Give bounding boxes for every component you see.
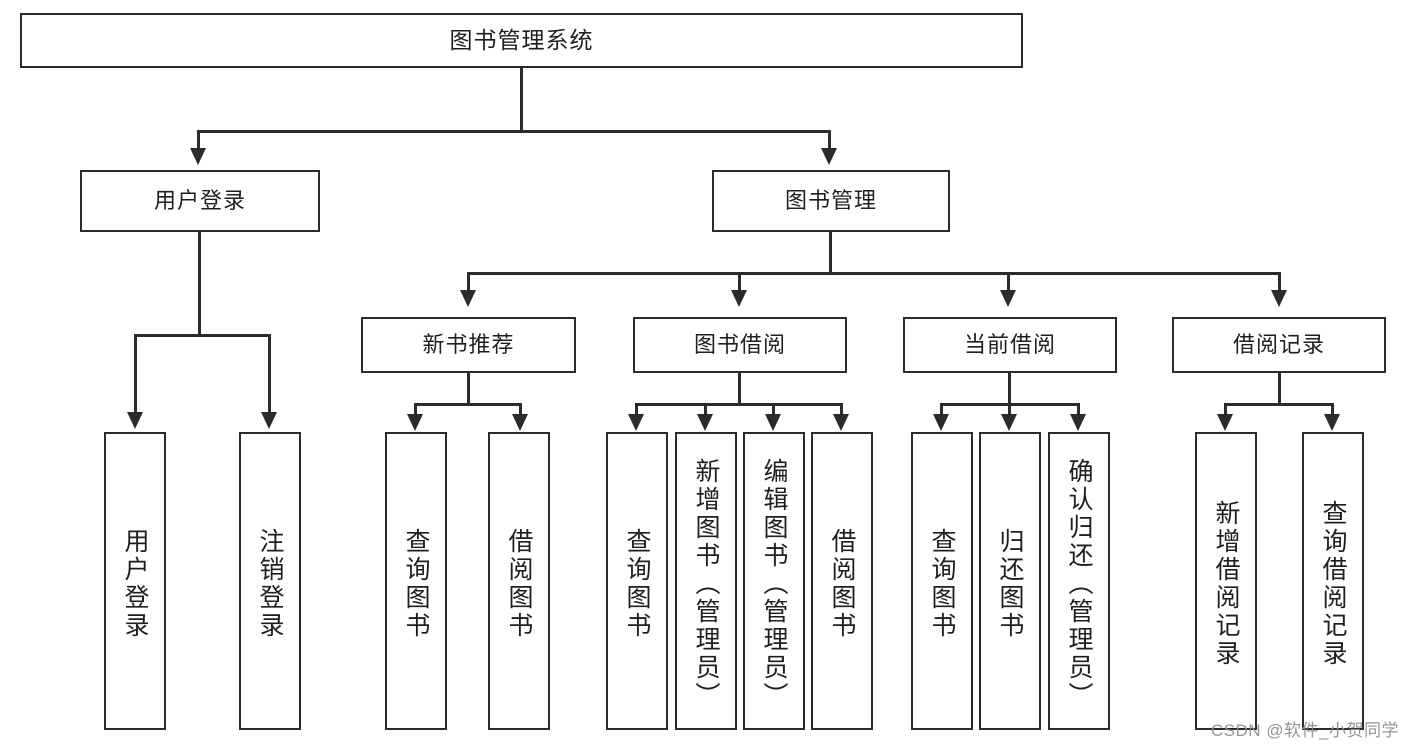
edge-root-bus bbox=[197, 130, 831, 133]
arrow-book-mgmt-to-current-borrow bbox=[1000, 290, 1016, 307]
edge-current-borrow-to-leaf-1 bbox=[940, 403, 943, 417]
edge-root-to-book-mgmt bbox=[828, 130, 831, 152]
arrow-borrow-record-to-leaf-2 bbox=[1324, 414, 1340, 431]
edge-book-mgmt-to-borrow-book bbox=[738, 272, 741, 294]
node-leaf-query-book-current[interactable]: 查询图书 bbox=[911, 432, 973, 730]
node-leaf-query-book-new[interactable]: 查询图书 bbox=[385, 432, 447, 730]
node-label: 编辑图书（管理员） bbox=[760, 458, 788, 710]
node-label: 借阅图书 bbox=[505, 528, 533, 640]
node-leaf-borrow-book-new[interactable]: 借阅图书 bbox=[488, 432, 550, 730]
node-label: 新增借阅记录 bbox=[1212, 500, 1240, 668]
edge-current-borrow-to-leaf-3 bbox=[1077, 403, 1080, 417]
edge-borrow-record-stem bbox=[1278, 373, 1281, 405]
arrow-current-borrow-to-leaf-2 bbox=[1001, 414, 1017, 431]
edge-current-borrow-stem bbox=[1008, 373, 1011, 405]
edge-root-stem bbox=[520, 68, 523, 132]
edge-book-borrow-to-leaf-4 bbox=[840, 403, 843, 417]
node-label: 查询借阅记录 bbox=[1319, 500, 1347, 668]
edge-new-book-bus bbox=[414, 403, 522, 406]
edge-current-borrow-to-leaf-2 bbox=[1008, 403, 1011, 417]
node-current-borrow[interactable]: 当前借阅 bbox=[903, 317, 1117, 373]
node-leaf-query-borrow-record[interactable]: 查询借阅记录 bbox=[1302, 432, 1364, 730]
arrow-user-login-to-leaf-2 bbox=[261, 412, 277, 429]
node-borrow-record[interactable]: 借阅记录 bbox=[1172, 317, 1386, 373]
node-leaf-edit-book-admin[interactable]: 编辑图书（管理员） bbox=[743, 432, 805, 730]
edge-book-borrow-stem bbox=[738, 373, 741, 405]
edge-user-login-to-leaf-1 bbox=[134, 334, 137, 416]
node-root-system[interactable]: 图书管理系统 bbox=[20, 13, 1023, 68]
node-leaf-logout[interactable]: 注销登录 bbox=[239, 432, 301, 730]
arrow-book-borrow-to-leaf-4 bbox=[833, 414, 849, 431]
node-label: 借阅记录 bbox=[1232, 332, 1325, 358]
node-label: 查询图书 bbox=[623, 528, 651, 640]
arrow-borrow-record-to-leaf-1 bbox=[1217, 414, 1233, 431]
arrow-book-mgmt-to-new-book bbox=[460, 290, 476, 307]
node-label: 查询图书 bbox=[402, 528, 430, 640]
edge-book-borrow-to-leaf-3 bbox=[772, 403, 775, 417]
edge-new-book-stem bbox=[467, 373, 470, 405]
node-leaf-confirm-return-admin[interactable]: 确认归还（管理员） bbox=[1048, 432, 1110, 730]
node-label: 查询图书 bbox=[928, 528, 956, 640]
edge-new-book-to-leaf-1 bbox=[414, 403, 417, 417]
node-label: 图书管理 bbox=[784, 188, 877, 214]
node-label: 确认归还（管理员） bbox=[1065, 458, 1093, 710]
edge-book-mgmt-to-borrow-record bbox=[1278, 272, 1281, 294]
arrow-book-borrow-to-leaf-2 bbox=[697, 414, 713, 431]
arrow-root-to-book-mgmt bbox=[821, 148, 837, 165]
node-leaf-add-borrow-record[interactable]: 新增借阅记录 bbox=[1195, 432, 1257, 730]
edge-user-login-bus bbox=[134, 334, 270, 337]
edge-user-login-stem bbox=[198, 232, 201, 336]
edge-user-login-to-leaf-2 bbox=[268, 334, 271, 416]
arrow-current-borrow-to-leaf-3 bbox=[1070, 414, 1086, 431]
edge-borrow-record-to-leaf-2 bbox=[1331, 403, 1334, 417]
arrow-book-borrow-to-leaf-1 bbox=[628, 414, 644, 431]
node-label: 图书管理系统 bbox=[449, 27, 594, 54]
arrow-book-mgmt-to-borrow-book bbox=[731, 290, 747, 307]
edge-new-book-to-leaf-2 bbox=[519, 403, 522, 417]
node-label: 注销登录 bbox=[256, 528, 284, 640]
edge-book-mgmt-to-new-book bbox=[467, 272, 470, 294]
edge-book-mgmt-to-current-borrow bbox=[1007, 272, 1010, 294]
node-leaf-user-login[interactable]: 用户登录 bbox=[104, 432, 166, 730]
arrow-new-book-to-leaf-1 bbox=[407, 414, 423, 431]
arrow-user-login-to-leaf-1 bbox=[127, 412, 143, 429]
node-leaf-query-book-borrow[interactable]: 查询图书 bbox=[606, 432, 668, 730]
arrow-book-borrow-to-leaf-3 bbox=[765, 414, 781, 431]
arrow-root-to-user-login bbox=[190, 148, 206, 165]
node-label: 新书推荐 bbox=[422, 332, 515, 358]
node-label: 当前借阅 bbox=[963, 332, 1056, 358]
node-label: 新增图书（管理员） bbox=[692, 458, 720, 710]
watermark-text: CSDN @软件_小贺同学 bbox=[1210, 721, 1399, 740]
node-new-book-recommend[interactable]: 新书推荐 bbox=[361, 317, 576, 373]
node-book-management[interactable]: 图书管理 bbox=[712, 170, 950, 232]
node-leaf-borrow-book[interactable]: 借阅图书 bbox=[811, 432, 873, 730]
edge-book-mgmt-bus bbox=[467, 272, 1281, 275]
edge-book-mgmt-stem bbox=[829, 232, 832, 274]
node-label: 用户登录 bbox=[153, 188, 246, 214]
arrow-book-mgmt-to-borrow-record bbox=[1271, 290, 1287, 307]
node-label: 借阅图书 bbox=[828, 528, 856, 640]
node-label: 用户登录 bbox=[121, 528, 149, 640]
node-leaf-return-book[interactable]: 归还图书 bbox=[979, 432, 1041, 730]
node-book-borrow[interactable]: 图书借阅 bbox=[633, 317, 847, 373]
edge-borrow-record-to-leaf-1 bbox=[1224, 403, 1227, 417]
arrow-new-book-to-leaf-2 bbox=[512, 414, 528, 431]
node-label: 图书借阅 bbox=[693, 332, 786, 358]
edge-book-borrow-bus bbox=[635, 403, 843, 406]
edge-book-borrow-to-leaf-1 bbox=[635, 403, 638, 417]
arrow-current-borrow-to-leaf-1 bbox=[933, 414, 949, 431]
node-leaf-add-book-admin[interactable]: 新增图书（管理员） bbox=[675, 432, 737, 730]
edge-borrow-record-bus bbox=[1224, 403, 1334, 406]
edge-root-to-user-login bbox=[197, 130, 200, 152]
node-user-login[interactable]: 用户登录 bbox=[80, 170, 320, 232]
node-label: 归还图书 bbox=[996, 528, 1024, 640]
edge-book-borrow-to-leaf-2 bbox=[704, 403, 707, 417]
